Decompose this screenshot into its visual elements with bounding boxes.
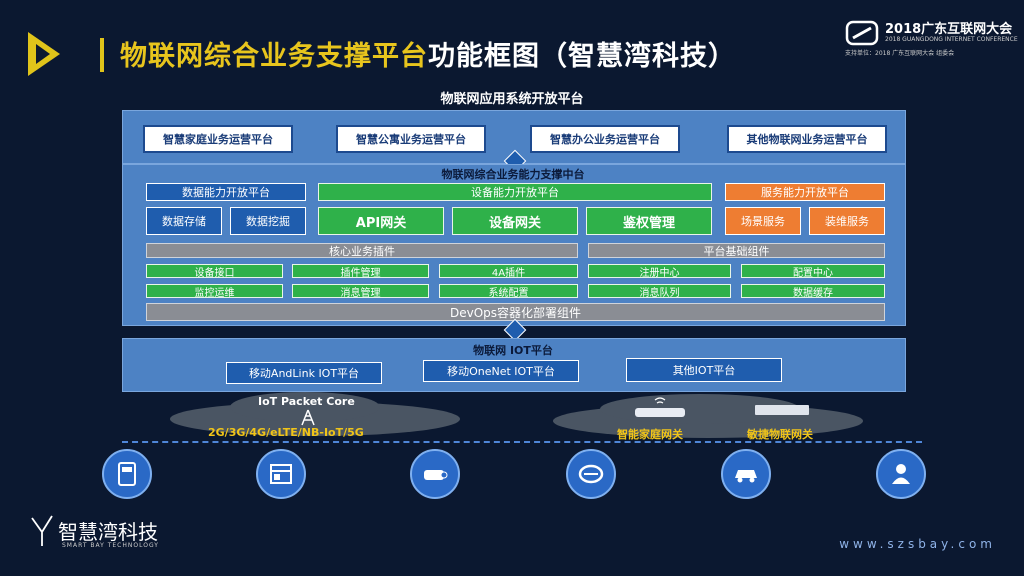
- home-gateway-icon: [635, 397, 685, 417]
- service-open-platform[interactable]: 服务能力开放平台: [725, 183, 885, 201]
- data-cache[interactable]: 数据缓存: [741, 284, 885, 299]
- message-management[interactable]: 消息管理: [292, 284, 429, 299]
- vehicle-tag-icon[interactable]: [566, 449, 616, 499]
- title-arrow-inner: [36, 44, 50, 64]
- conference-logo-icon: [845, 20, 879, 46]
- app-platform-label: 物联网应用系统开放平台: [440, 92, 584, 107]
- device-bus-line: [122, 441, 922, 443]
- iot-platform-label: 物联网 IOT平台: [473, 344, 553, 357]
- access-network-label: 2G/3G/4G/eLTE/NB-IoT/5G: [208, 426, 364, 439]
- middle-platform-label: 物联网综合业务能力支撑中台: [441, 168, 585, 181]
- system-config[interactable]: 系统配置: [439, 284, 578, 299]
- scene-service[interactable]: 场景服务: [725, 207, 801, 235]
- auth-management[interactable]: 鉴权管理: [586, 207, 712, 235]
- smart-apartment-platform[interactable]: 智慧公寓业务运营平台: [336, 125, 486, 153]
- camera-icon[interactable]: [410, 449, 460, 499]
- registry-center[interactable]: 注册中心: [588, 264, 731, 279]
- data-open-platform[interactable]: 数据能力开放平台: [146, 183, 306, 201]
- other-iot-platform[interactable]: 其他物联网业务运营平台: [727, 125, 887, 153]
- brand-name-en: SMART BAY TECHNOLOGY: [62, 542, 159, 549]
- title-divider: [100, 38, 104, 72]
- meter-icon[interactable]: [102, 449, 152, 499]
- car-icon[interactable]: [721, 449, 771, 499]
- packet-core-label: IoT Packet Core: [258, 395, 355, 408]
- message-queue[interactable]: 消息队列: [588, 284, 731, 299]
- camera-icon-glyph: [424, 470, 448, 480]
- 4a-plugin[interactable]: 4A插件: [439, 264, 578, 279]
- page-title-part2: 功能框图（智慧湾科技）: [428, 41, 736, 72]
- data-storage[interactable]: 数据存储: [146, 207, 222, 235]
- vehicle-tag-icon-glyph: [578, 464, 604, 484]
- core-plugins-header: 核心业务插件: [146, 243, 578, 258]
- person-icon[interactable]: [876, 449, 926, 499]
- page-title-part1: 物联网综合业务支撑平台: [120, 41, 428, 72]
- agile-gateway-icon: [755, 405, 809, 415]
- conference-logo: 2018广东互联网大会 2018 GUANGDONG INTERNET CONF…: [845, 18, 1018, 68]
- car-icon-glyph: [735, 470, 757, 483]
- install-service[interactable]: 装维服务: [809, 207, 885, 235]
- onenet-iot-platform[interactable]: 移动OneNet IOT平台: [423, 360, 579, 382]
- page-title: 物联网综合业务支撑平台功能框图（智慧湾科技）: [120, 34, 736, 73]
- tower-icon: [301, 409, 315, 426]
- logo-subtitle: 2018 GUANGDONG INTERNET CONFERENCE: [885, 36, 1018, 43]
- person-icon-glyph: [892, 464, 910, 484]
- cabinet-icon-glyph: [270, 464, 292, 484]
- meter-icon-glyph: [118, 462, 136, 486]
- brand-name: 智慧湾科技: [58, 520, 158, 544]
- config-center[interactable]: 配置中心: [741, 264, 885, 279]
- plugin-management[interactable]: 插件管理: [292, 264, 429, 279]
- api-gateway[interactable]: API网关: [318, 207, 444, 235]
- andlink-iot-platform[interactable]: 移动AndLink IOT平台: [226, 362, 382, 384]
- device-gateway[interactable]: 设备网关: [452, 207, 578, 235]
- smart-office-platform[interactable]: 智慧办公业务运营平台: [530, 125, 680, 153]
- smart-home-platform[interactable]: 智慧家庭业务运营平台: [143, 125, 293, 153]
- device-interface[interactable]: 设备接口: [146, 264, 283, 279]
- logo-title: 2018广东互联网大会: [885, 22, 1013, 37]
- agile-gateway-label: 敏捷物联网关: [747, 428, 813, 441]
- brand-logo-icon: [31, 515, 53, 546]
- other-iot-platform-item[interactable]: 其他IOT平台: [626, 358, 782, 382]
- data-mining[interactable]: 数据挖掘: [230, 207, 306, 235]
- cabinet-icon[interactable]: [256, 449, 306, 499]
- monitoring-ops[interactable]: 监控运维: [146, 284, 283, 299]
- platform-components-header: 平台基础组件: [588, 243, 885, 258]
- website-url[interactable]: www.szsbay.com: [839, 537, 996, 551]
- home-gateway-label: 智能家庭网关: [617, 428, 683, 441]
- device-open-platform[interactable]: 设备能力开放平台: [318, 183, 712, 201]
- logo-subtitle2: 支持单位：2018 广东互联网大会 组委会: [845, 50, 955, 57]
